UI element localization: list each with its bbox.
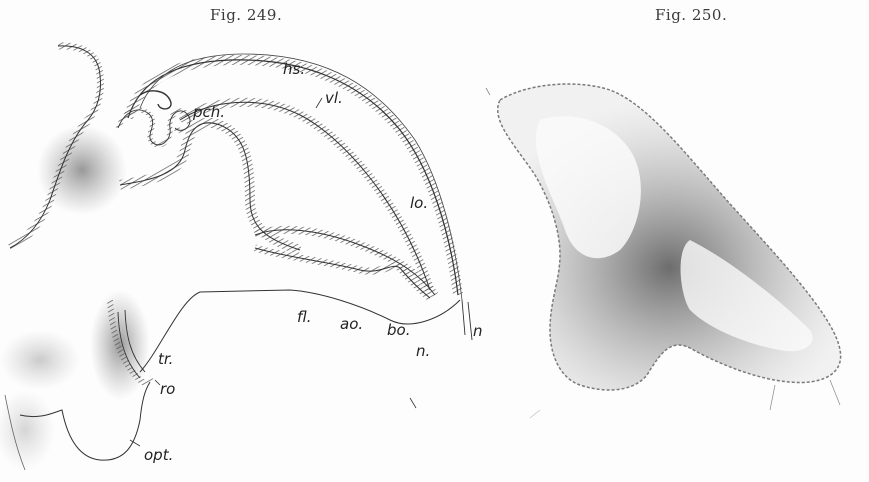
label-pch: pch. (192, 103, 225, 121)
label-ro: ro (160, 380, 175, 398)
label-tr: tr. (158, 350, 173, 368)
label-n1: n. (416, 342, 430, 360)
tissue-mass-lower-left (0, 330, 80, 390)
label-lo: lo. (410, 194, 428, 212)
label-opt: opt. (144, 446, 173, 464)
label-n2: n (473, 322, 483, 340)
label-hs: hs. (283, 60, 305, 78)
figure-250-drawing (486, 84, 841, 418)
label-vl: vl. (325, 89, 343, 107)
figure-249-drawing: hs. vl. pch. lo. fl. ao. bo. n. n tr. ro… (0, 46, 483, 470)
label-ao: ao. (340, 315, 363, 333)
label-fl: fl. (297, 308, 311, 326)
label-bo: bo. (387, 321, 410, 339)
